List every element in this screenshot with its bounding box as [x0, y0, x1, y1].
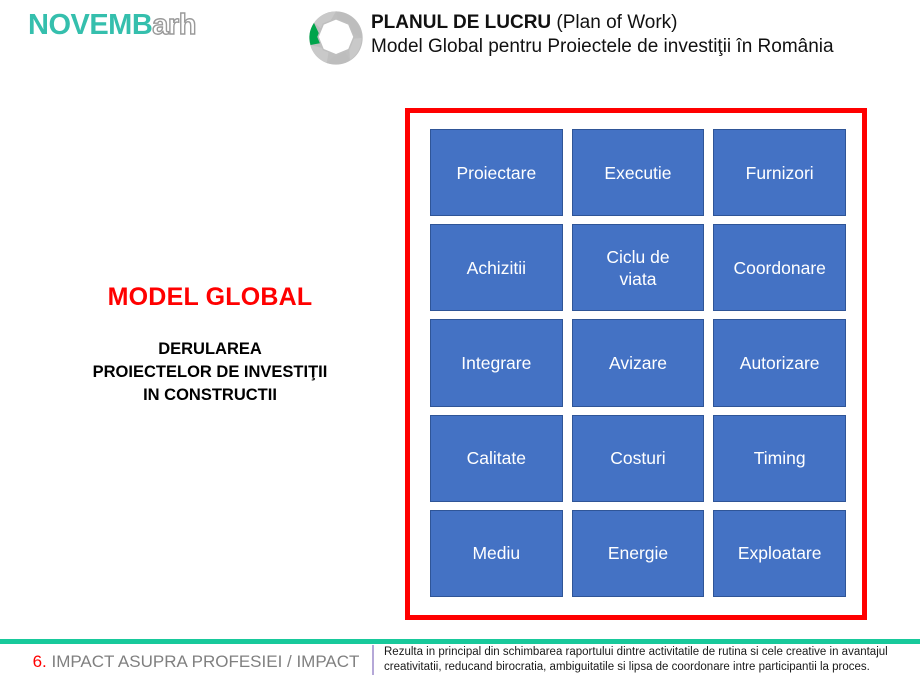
- model-global-description: DERULAREA PROIECTELOR DE INVESTIŢII IN C…: [40, 338, 380, 407]
- matrix-cell[interactable]: Exploatare: [713, 509, 846, 597]
- left-panel: MODEL GLOBAL DERULAREA PROIECTELOR DE IN…: [40, 282, 380, 407]
- footer-section-title: IMPACT ASUPRA PROFESIEI / IMPACT: [46, 652, 360, 671]
- matrix-cell[interactable]: Mediu: [430, 509, 563, 597]
- matrix-cell[interactable]: Achizitii: [430, 224, 563, 312]
- footer-divider-rule: [0, 639, 920, 644]
- description-line-2: PROIECTELOR DE INVESTIŢII: [92, 363, 328, 381]
- header: PLANUL DE LUCRU (Plan of Work) Model Glo…: [307, 8, 834, 67]
- description-line-3: IN CONSTRUCTII: [143, 386, 277, 404]
- footer-section-number: 6.: [32, 652, 47, 671]
- brand-logo-primary: NOVEMB: [28, 9, 153, 41]
- brand-logo: NOVEMBarh: [28, 8, 198, 42]
- matrix-cell[interactable]: Autorizare: [713, 319, 846, 407]
- aperture-icon: [309, 11, 363, 65]
- header-subtitle: Model Global pentru Proiectele de invest…: [371, 36, 834, 57]
- matrix-cell[interactable]: Furnizori: [713, 129, 846, 217]
- model-global-title: MODEL GLOBAL: [107, 283, 313, 311]
- matrix-cell[interactable]: Proiectare: [430, 129, 563, 217]
- header-title-bold: PLANUL DE LUCRU: [371, 12, 552, 33]
- header-title: PLANUL DE LUCRU (Plan of Work): [371, 11, 834, 34]
- matrix-cell[interactable]: Energie: [571, 509, 705, 597]
- footer-section-label: 6. IMPACT ASUPRA PROFESIEI / IMPACT: [26, 650, 366, 674]
- matrix-cell[interactable]: Avizare: [571, 319, 705, 407]
- matrix-cell[interactable]: Timing: [713, 414, 846, 502]
- matrix-cell[interactable]: Calitate: [430, 414, 563, 502]
- brand-logo-secondary: arh: [152, 8, 198, 41]
- header-text-group: PLANUL DE LUCRU (Plan of Work) Model Glo…: [371, 8, 834, 59]
- header-title-regular: (Plan of Work): [551, 12, 678, 33]
- matrix-cell[interactable]: Coordonare: [713, 224, 846, 312]
- footer-note-container: Rezulta in principal din schimbarea rapo…: [372, 645, 912, 675]
- matrix-cell[interactable]: Executie: [571, 129, 705, 217]
- footer-note: Rezulta in principal din schimbarea rapo…: [384, 646, 888, 673]
- description-line-1: DERULAREA: [158, 340, 262, 358]
- matrix-cell[interactable]: Costuri: [571, 414, 705, 502]
- matrix-cell[interactable]: Integrare: [430, 319, 563, 407]
- matrix-cell[interactable]: Ciclu de viata: [571, 224, 705, 312]
